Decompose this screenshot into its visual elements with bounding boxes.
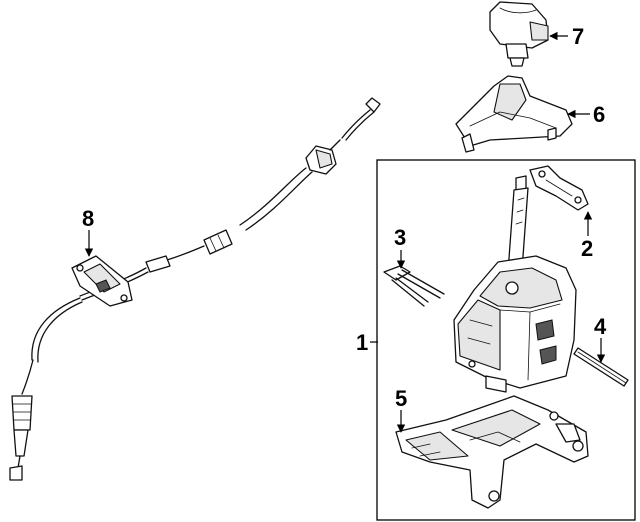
shift-boot <box>455 75 573 153</box>
shift-knob <box>489 1 549 67</box>
retaining-clip <box>383 265 445 307</box>
callout-4: 4 <box>594 314 607 339</box>
shifter-housing <box>453 175 577 393</box>
callout-3: 3 <box>394 225 406 250</box>
callout-1: 1 <box>356 330 368 355</box>
cable-bracket <box>71 255 133 307</box>
callout-6: 6 <box>593 102 605 127</box>
callout-2: 2 <box>581 236 593 261</box>
shifter-base <box>395 395 589 509</box>
shift-cable <box>9 97 381 481</box>
pivot-pin <box>573 347 629 387</box>
callout-8: 8 <box>82 206 94 231</box>
callout-5: 5 <box>395 386 407 411</box>
assembly-frame <box>376 159 636 521</box>
detent-bracket <box>529 165 589 211</box>
callout-7: 7 <box>572 24 584 49</box>
